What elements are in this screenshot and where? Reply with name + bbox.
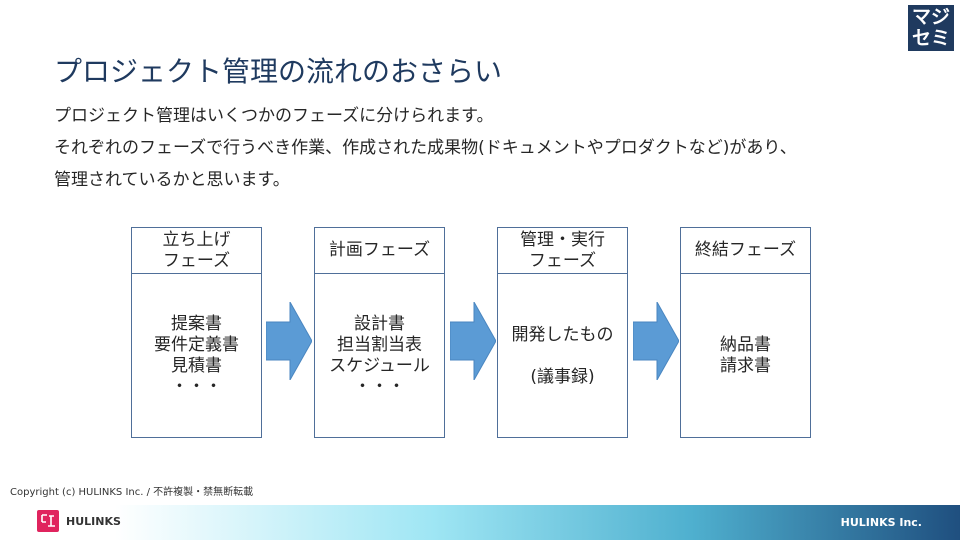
phase-box-execution: 管理・実行 フェーズ 開発したもの (議事録) [497,227,628,438]
deliverable-item: スケジュール [329,356,430,376]
copyright-notice: Copyright (c) HULINKS Inc. / 不許複製・禁無断転載 [10,487,254,498]
deliverable-item: 見積書 [171,356,222,376]
deliverable-ellipsis: ・・・ [354,377,405,397]
phase-deliverables: 納品書 請求書 [681,274,810,438]
phase-box-closing: 終結フェーズ 納品書 請求書 [680,227,811,438]
phase-deliverables: 設計書 担当割当表 スケジュール ・・・ [315,274,444,438]
body-line-1: プロジェクト管理はいくつかのフェーズに分けられます。 [54,106,494,126]
flow-arrow-2 [450,302,496,380]
majisemi-badge: マジ セミ [908,5,954,51]
hulinks-logo-icon [37,510,59,532]
phase-deliverables: 開発したもの (議事録) [498,274,627,438]
flow-arrow-1 [266,302,312,380]
deliverable-item: 担当割当表 [337,335,422,355]
deliverable-item: (議事録) [530,366,595,387]
deliverable-item: 請求書 [720,356,771,376]
deliverable-ellipsis: ・・・ [171,377,222,397]
body-line-3: 管理されているかと思います。 [54,170,290,190]
footer-bar [0,505,960,540]
arrow-shape [633,302,679,380]
hulinks-logo-text: HULINKS [66,515,121,528]
phase-header: 計画フェーズ [315,228,444,274]
arrow-shape [266,302,312,380]
logo-glyph [41,514,55,527]
flow-arrow-3 [633,302,679,380]
deliverable-item: 開発したもの [511,324,614,345]
phase-box-planning: 計画フェーズ 設計書 担当割当表 スケジュール ・・・ [314,227,445,438]
phase-header: 立ち上げ フェーズ [132,228,261,274]
deliverable-item: 設計書 [354,314,405,334]
deliverable-item: 納品書 [720,335,771,355]
phase-header: 終結フェーズ [681,228,810,274]
deliverable-item: 要件定義書 [154,335,239,355]
company-name: HULINKS Inc. [840,516,922,529]
slide-body: プロジェクト管理はいくつかのフェーズに分けられます。 それぞれのフェーズで行うべ… [54,100,797,196]
arrow-shape [450,302,496,380]
phase-header: 管理・実行 フェーズ [498,228,627,274]
slide-title: プロジェクト管理の流れのおさらい [54,55,503,88]
phase-box-initiation: 立ち上げ フェーズ 提案書 要件定義書 見積書 ・・・ [131,227,262,438]
badge-line-1: マジ [911,6,950,28]
deliverable-item: 提案書 [171,314,222,334]
phase-deliverables: 提案書 要件定義書 見積書 ・・・ [132,274,261,438]
body-line-2: それぞれのフェーズで行うべき作業、作成された成果物(ドキュメントやプロダクトなど… [54,138,797,158]
badge-line-2: セミ [911,27,950,49]
